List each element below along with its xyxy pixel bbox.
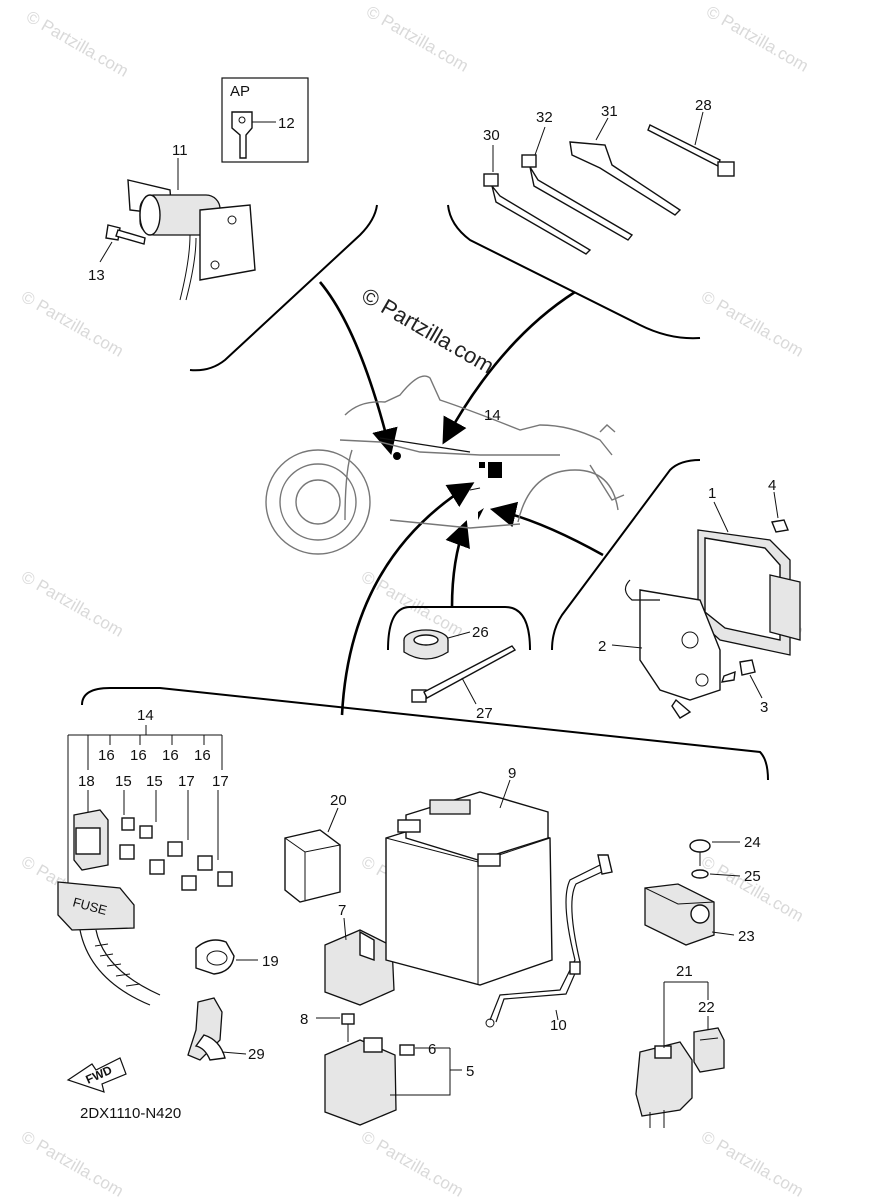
callout-10: 10 bbox=[550, 1017, 567, 1034]
watermark: © Partzilla.com bbox=[358, 567, 467, 641]
callout-30: 30 bbox=[483, 127, 500, 144]
fuse-tree-16d: 16 bbox=[194, 747, 211, 764]
relay-21 bbox=[635, 1041, 693, 1128]
fuse-tree-18: 18 bbox=[78, 773, 95, 790]
fuse-tree-lines bbox=[67, 725, 223, 900]
callout-12: 12 bbox=[278, 115, 295, 132]
clamp-19 bbox=[195, 939, 235, 975]
cable-ties bbox=[483, 124, 735, 255]
callout-28: 28 bbox=[695, 97, 712, 114]
watermark: © Partzilla.com bbox=[18, 567, 127, 641]
connector-22 bbox=[693, 1027, 725, 1073]
callout-14-top: 14 bbox=[484, 407, 501, 424]
diagram-code: 2DX1110-N420 bbox=[80, 1105, 181, 1122]
fuse-tree-17a: 17 bbox=[178, 773, 195, 790]
screw-24 bbox=[689, 839, 711, 866]
fuse-tree-15a: 15 bbox=[115, 773, 132, 790]
fuse-tree-top: 14 bbox=[137, 707, 154, 724]
bolt-8 bbox=[341, 1013, 355, 1042]
callout-13: 13 bbox=[88, 267, 105, 284]
callout-29: 29 bbox=[248, 1046, 265, 1063]
callout-24: 24 bbox=[744, 834, 761, 851]
key-icon bbox=[231, 111, 253, 159]
watermark: © Partzilla.com bbox=[703, 2, 812, 76]
callout-27: 27 bbox=[476, 705, 493, 722]
watermark-main: © Partzilla.com bbox=[358, 283, 499, 379]
callout-25: 25 bbox=[744, 868, 761, 885]
fuse-tree-16b: 16 bbox=[130, 747, 147, 764]
callout-32: 32 bbox=[536, 109, 553, 126]
motorcycle-harness bbox=[379, 437, 502, 520]
callout-6: 6 bbox=[428, 1041, 436, 1058]
watermark: © Partzilla.com bbox=[23, 7, 132, 81]
bracket-29 bbox=[187, 997, 226, 1061]
watermark: © Partzilla.com bbox=[18, 287, 127, 361]
callout-21: 21 bbox=[676, 963, 693, 980]
key-box: AP 12 bbox=[221, 77, 309, 163]
callout-8: 8 bbox=[300, 1011, 308, 1028]
callout-4: 4 bbox=[768, 477, 776, 494]
callout-20: 20 bbox=[330, 792, 347, 809]
battery bbox=[385, 791, 553, 986]
callout-5: 5 bbox=[466, 1063, 474, 1080]
washer-25 bbox=[691, 869, 709, 879]
callout-26: 26 bbox=[472, 624, 489, 641]
bolt-13 bbox=[105, 224, 146, 245]
fuse-tree-15b: 15 bbox=[146, 773, 163, 790]
callout-7: 7 bbox=[338, 902, 346, 919]
watermark: © Partzilla.com bbox=[363, 2, 472, 76]
sensor-23 bbox=[644, 883, 715, 946]
callout-23: 23 bbox=[738, 928, 755, 945]
section-separators bbox=[81, 204, 769, 781]
watermark: © Partzilla.com bbox=[18, 1127, 127, 1200]
callout-11: 11 bbox=[172, 142, 188, 159]
motorcycle-outline bbox=[265, 375, 625, 555]
starter-relay bbox=[324, 1037, 415, 1126]
callout-1: 1 bbox=[708, 485, 716, 502]
callout-3: 3 bbox=[760, 699, 768, 716]
fwd-arrow-icon: FWD bbox=[66, 1057, 127, 1093]
ap-label: AP bbox=[230, 83, 250, 100]
starter-relay-cover bbox=[324, 929, 395, 1006]
fuse-tree-16a: 16 bbox=[98, 747, 115, 764]
leader-arrows bbox=[319, 281, 604, 716]
fuse-tree-16c: 16 bbox=[162, 747, 179, 764]
fuse-tree-17b: 17 bbox=[212, 773, 229, 790]
callout-2: 2 bbox=[598, 638, 606, 655]
callout-9: 9 bbox=[508, 765, 516, 782]
watermark: © Partzilla.com bbox=[698, 287, 807, 361]
relay-20 bbox=[284, 829, 341, 903]
callout-31: 31 bbox=[601, 103, 618, 120]
ecu-assembly bbox=[624, 519, 801, 719]
ignition-coil bbox=[127, 179, 256, 301]
fuse-box: FUSE bbox=[57, 809, 161, 1006]
fuse-items bbox=[119, 817, 233, 891]
battery-cable bbox=[485, 854, 613, 1028]
callout-22: 22 bbox=[698, 999, 715, 1016]
watermark: © Partzilla.com bbox=[698, 1127, 807, 1200]
watermark: © Partzilla.com bbox=[358, 1127, 467, 1200]
callout-19: 19 bbox=[262, 953, 279, 970]
grommet-and-tie bbox=[403, 629, 517, 703]
